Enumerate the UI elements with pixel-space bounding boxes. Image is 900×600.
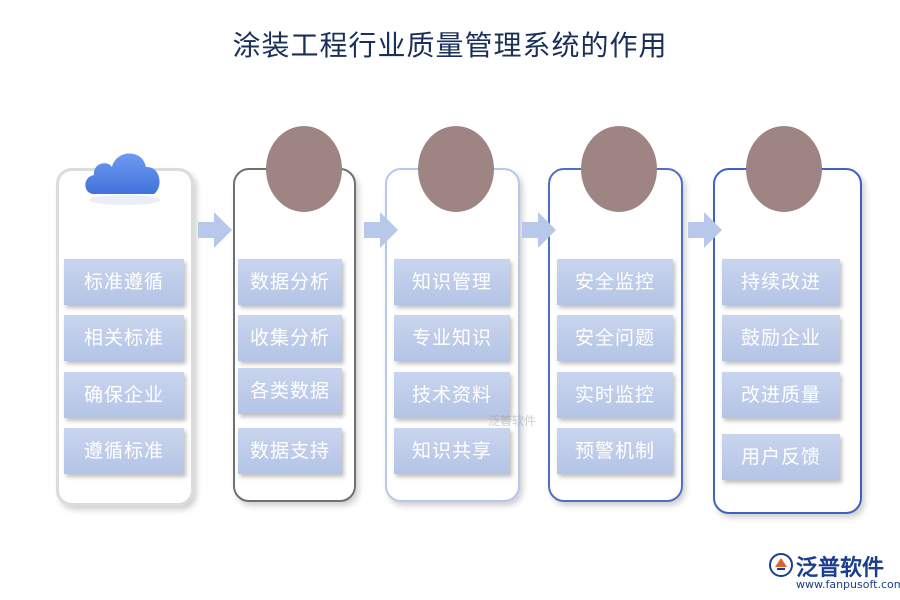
arrow-right-icon [688, 212, 722, 248]
avatar-circle-2 [266, 126, 342, 212]
item-button: 数据分析 [238, 259, 342, 305]
item-button: 安全监控 [557, 259, 673, 305]
watermark: 泛普软件 [488, 414, 537, 428]
arrow-right-icon [198, 212, 232, 248]
item-button: 确保企业 [64, 372, 184, 418]
item-button: 鼓励企业 [722, 315, 840, 361]
arrow-right-icon [364, 212, 398, 248]
page-title: 涂装工程行业质量管理系统的作用 [232, 29, 668, 62]
item-button: 技术资料 [394, 372, 510, 418]
logo-icon [769, 553, 793, 577]
brand-logo: 泛普软件 www.fanpusoft.com [768, 550, 900, 598]
logo-url: www.fanpusoft.com [796, 578, 900, 591]
item-button: 预警机制 [557, 428, 673, 474]
logo-name: 泛普软件 [796, 556, 885, 581]
avatar-circle-4 [581, 126, 657, 212]
item-button: 专业知识 [394, 315, 510, 361]
item-button: 数据支持 [238, 428, 342, 474]
arrow-right-icon [522, 212, 556, 248]
avatar-circle-5 [746, 126, 822, 212]
item-button: 相关标准 [64, 315, 184, 361]
cloud-icon [85, 153, 161, 205]
avatar-circle-3 [418, 126, 494, 212]
item-button: 实时监控 [557, 372, 673, 418]
item-button: 知识管理 [394, 259, 510, 305]
item-button: 改进质量 [722, 372, 840, 418]
item-button: 各类数据 [238, 368, 342, 414]
item-button: 遵循标准 [64, 428, 184, 474]
item-button: 持续改进 [722, 259, 840, 305]
item-button: 知识共享 [394, 428, 510, 474]
item-button: 用户反馈 [722, 434, 840, 480]
item-button: 收集分析 [238, 315, 342, 361]
item-button: 标准遵循 [64, 259, 184, 305]
item-button: 安全问题 [557, 315, 673, 361]
